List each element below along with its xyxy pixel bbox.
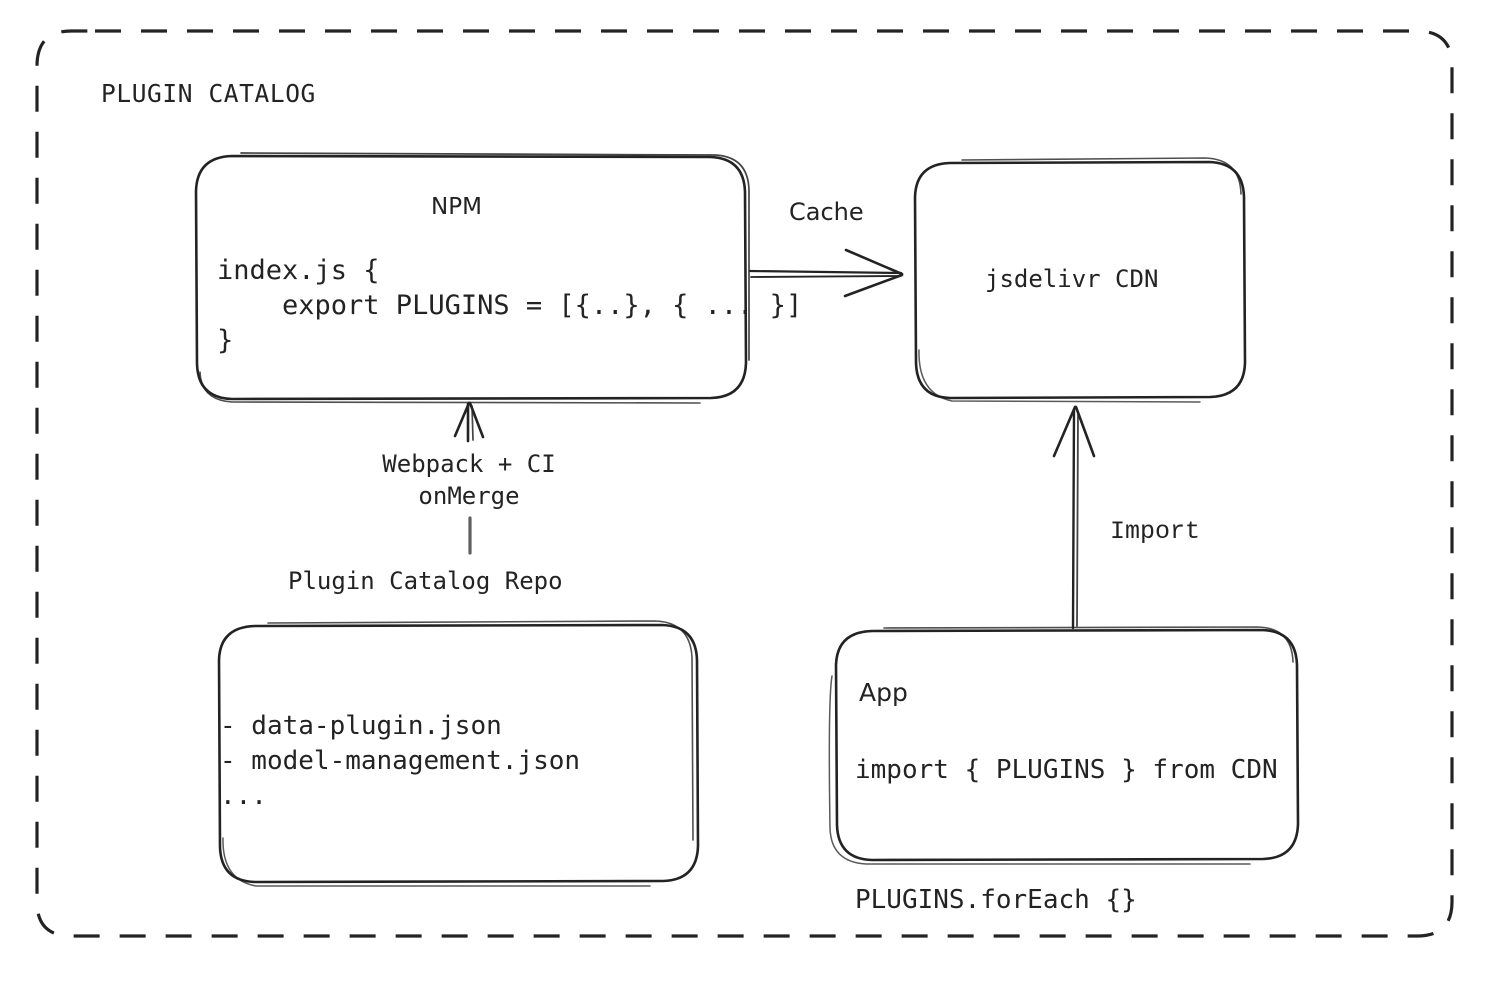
import-edge-label: Import: [1110, 517, 1201, 546]
npm-node-title: NPM: [431, 194, 482, 220]
cdn-node-title: jsdelivr CDN: [985, 265, 1159, 293]
npm-node-code: index.js { export PLUGINS = [{..}, { ...…: [217, 255, 803, 356]
app-node-title: App: [859, 678, 908, 707]
app-node-code: import { PLUGINS } from CDN PLUGINS.forE…: [855, 755, 1278, 915]
repo-node[interactable]: [219, 621, 698, 887]
npm-node[interactable]: [196, 155, 749, 405]
webpack-ci-edge-label: Webpack + CI onMerge: [382, 450, 556, 510]
cache-edge-label: Cache: [789, 198, 864, 226]
repo-node-code: - data-plugin.json - model-management.js…: [220, 711, 581, 811]
cdn-node[interactable]: [915, 158, 1247, 403]
plugin-catalog-title: PLUGIN CATALOG: [101, 79, 316, 108]
app-node[interactable]: [830, 627, 1298, 865]
repo-node-title: Plugin Catalog Repo: [288, 567, 563, 595]
import-arrow: [1052, 405, 1096, 630]
